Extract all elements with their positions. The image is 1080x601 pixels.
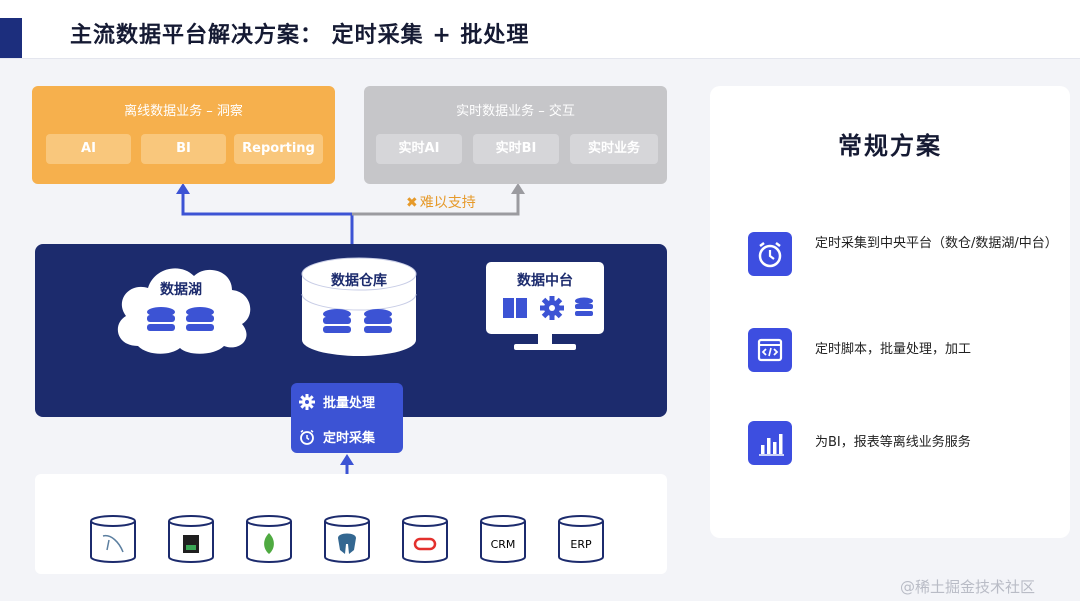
- batch-process-label: 批量处理: [323, 396, 376, 411]
- bar-chart-icon: [748, 421, 792, 465]
- card-item-2-text: 定时脚本，批量处理，加工: [815, 342, 972, 357]
- data-warehouse-label: 数据仓库: [331, 273, 387, 289]
- data-lake-cloud-icon: [117, 268, 251, 354]
- realtime-business-panel: 实时数据业务 – 交互 实时AI 实时BI 实时业务: [364, 86, 667, 184]
- card-item-1-text: 定时采集到中央平台（数仓/数据湖/中台）: [815, 236, 1058, 251]
- alarm-clock-icon: [748, 232, 792, 276]
- data-lake-label: 数据湖: [160, 282, 202, 298]
- batch-process-row: 批量处理: [299, 392, 375, 411]
- dashboard-panel-icon: [503, 298, 527, 318]
- chip-bi: BI: [141, 134, 226, 164]
- offline-panel-title: 离线数据业务 – 洞察: [124, 104, 243, 119]
- cross-icon: ✖: [406, 195, 418, 211]
- chip-realtime-bi: 实时BI: [473, 134, 559, 164]
- mysql-icon: [90, 515, 136, 563]
- gear-icon: [299, 393, 315, 410]
- chip-realtime-ai: 实时AI: [376, 134, 462, 164]
- arrow-to-offline: [181, 190, 354, 244]
- mongodb-icon: [246, 515, 292, 563]
- source-label: ERP: [570, 538, 592, 551]
- scheduled-collect-row: 定时采集: [299, 427, 375, 446]
- crm-icon: CRM: [480, 515, 526, 563]
- offline-business-panel: 离线数据业务 – 洞察 AI BI Reporting: [32, 86, 335, 184]
- data-warehouse-cylinder-icon: [301, 257, 417, 356]
- chip-realtime-business: 实时业务: [570, 134, 658, 164]
- warehouse-db-icon-1: [323, 309, 351, 333]
- header-accent-mark: [0, 18, 22, 58]
- realtime-panel-title: 实时数据业务 – 交互: [456, 104, 575, 119]
- card-title: 常规方案: [838, 132, 942, 160]
- source-label: CRM: [491, 538, 516, 551]
- alarm-clock-icon: [300, 429, 314, 445]
- no-support-note: ✖难以支持: [406, 192, 476, 212]
- warehouse-db-icon-2: [364, 309, 392, 333]
- card-item-3-text: 为BI，报表等离线业务服务: [815, 435, 971, 450]
- chip-reporting: Reporting: [234, 134, 323, 164]
- conventional-solution-card: 常规方案 定时采集到中央平台（数仓/数据湖/中台） 定时脚本，批量处理，加工 为…: [710, 86, 1070, 538]
- data-lake-db-icon-1: [147, 307, 175, 331]
- watermark: @稀土掘金技术社区: [900, 578, 1036, 596]
- page-title: 主流数据平台解决方案： 定时采集 + 批处理: [70, 23, 530, 48]
- arrowhead-process: [340, 454, 354, 465]
- code-window-icon: [748, 328, 792, 372]
- header-bar: [0, 0, 1080, 59]
- process-box: 批量处理 定时采集: [291, 383, 403, 453]
- gear-icon: [540, 296, 564, 320]
- oracle-icon: [402, 515, 448, 563]
- postgresql-icon: [324, 515, 370, 563]
- arrowhead-offline: [176, 183, 190, 194]
- scheduled-collect-label: 定时采集: [323, 431, 376, 446]
- arrow-to-realtime: [352, 190, 520, 216]
- ibm-db2-icon: [168, 515, 214, 563]
- middle-db-icon: [575, 297, 593, 316]
- chip-ai: AI: [46, 134, 131, 164]
- no-support-label: 难以支持: [419, 195, 476, 211]
- data-middle-label: 数据中台: [517, 273, 573, 289]
- data-lake-db-icon-2: [186, 307, 214, 331]
- erp-icon: ERP: [558, 515, 604, 563]
- data-middle-monitor-icon: [486, 262, 604, 350]
- arrowhead-realtime: [511, 183, 525, 194]
